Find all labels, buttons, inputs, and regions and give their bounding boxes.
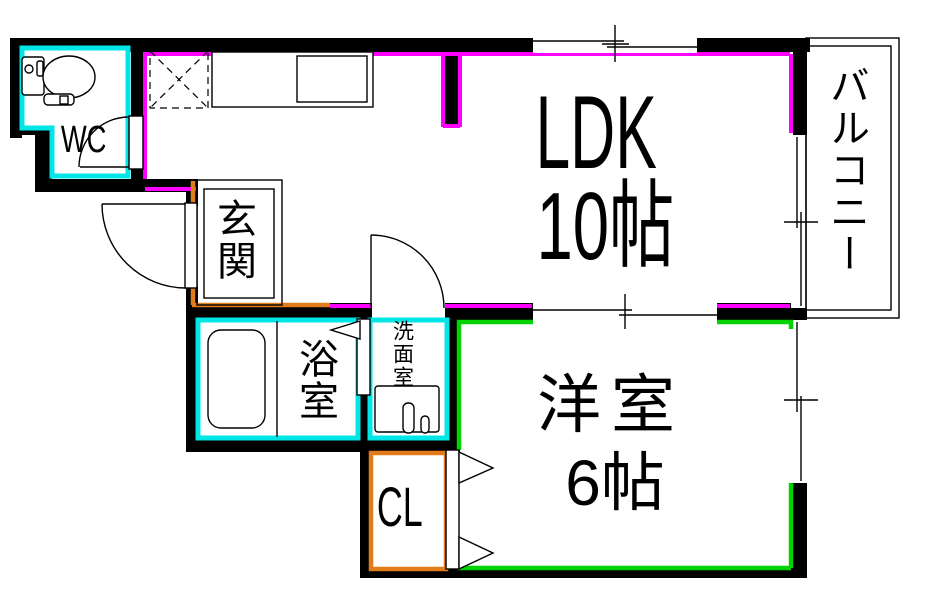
wc-door (78, 115, 144, 170)
genkan-label: 玄関 (211, 198, 255, 282)
ldk-size-label: 10帖 (536, 173, 674, 280)
ldk-label: LDK (535, 75, 657, 191)
bathtub-icon (207, 321, 278, 437)
window-westroom (784, 320, 818, 483)
window-top (533, 25, 697, 62)
westroom-label: 洋室 (537, 369, 685, 441)
balcony-label: バルコニー (824, 65, 868, 275)
kitchen-sink-icon (296, 55, 368, 103)
closet-doors (445, 449, 495, 571)
toilet-icon (21, 55, 96, 106)
sliding-partition (533, 294, 717, 329)
entrance-door (101, 202, 198, 289)
westroom-border (456, 319, 794, 571)
westroom-size-label: 6帖 (565, 447, 665, 519)
window-ldk-balcony (784, 135, 818, 308)
bathroom-door (328, 318, 371, 396)
refrigerator-space-icon (149, 50, 209, 109)
washroom-label: 洗面室 (390, 319, 414, 389)
bathroom-label: 浴室 (293, 338, 337, 422)
closet-border (368, 450, 449, 572)
closet-label: CL (377, 475, 423, 538)
washbasin-icon (374, 385, 440, 434)
washroom-door (370, 234, 445, 309)
wc-label: WC (61, 119, 107, 161)
balcony-railing (805, 37, 900, 319)
